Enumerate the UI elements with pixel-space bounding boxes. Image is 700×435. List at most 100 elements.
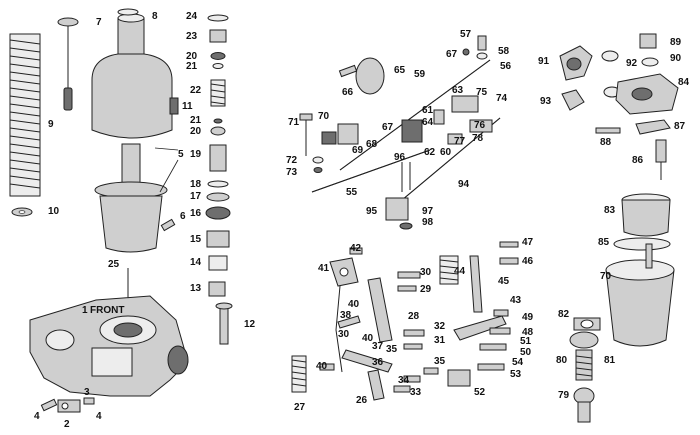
label-71: 71 — [288, 117, 300, 128]
label-96: 96 — [394, 152, 406, 163]
label-58: 58 — [498, 46, 510, 57]
label-36: 36 — [372, 357, 384, 368]
label-52: 52 — [474, 387, 486, 398]
label-70-right: 70 — [600, 271, 612, 282]
throttle-spindle-group — [299, 35, 501, 230]
suction-chamber — [91, 13, 179, 139]
label-40-middle: 40 — [362, 333, 374, 344]
label-2: 2 — [64, 419, 70, 430]
jet-screw-6 — [160, 218, 176, 232]
label-40-upper: 40 — [348, 299, 360, 310]
label-95: 95 — [366, 206, 378, 217]
label-56: 56 — [500, 61, 512, 72]
label-9: 9 — [48, 119, 54, 130]
label-40-lower: 40 — [316, 361, 328, 372]
label-94: 94 — [458, 179, 470, 190]
label-7: 7 — [96, 17, 102, 28]
label-16: 16 — [190, 208, 202, 219]
label-98: 98 — [422, 217, 434, 228]
label-42: 42 — [350, 243, 362, 254]
label-20-lower: 20 — [190, 126, 202, 137]
label-43: 43 — [510, 295, 522, 306]
label-24: 24 — [186, 11, 198, 22]
label-55: 55 — [346, 187, 358, 198]
label-48: 48 — [522, 327, 534, 338]
cap-washer-8 — [117, 8, 139, 16]
label-21-lower: 21 — [190, 115, 202, 126]
label-13: 13 — [190, 283, 202, 294]
label-91: 91 — [538, 56, 550, 67]
label-69: 69 — [352, 145, 364, 156]
label-72: 72 — [286, 155, 298, 166]
label-33: 33 — [410, 387, 422, 398]
label-8: 8 — [152, 11, 158, 22]
label-62: 62 — [424, 147, 436, 158]
label-6: 6 — [180, 211, 186, 222]
label-66: 66 — [342, 87, 354, 98]
label-5: 5 — [178, 149, 184, 160]
label-82: 82 — [558, 309, 570, 320]
label-34: 34 — [398, 375, 410, 386]
label-88: 88 — [600, 137, 612, 148]
label-23: 23 — [186, 31, 198, 42]
label-90: 90 — [670, 53, 682, 64]
float-chamber-group — [559, 33, 679, 423]
label-87: 87 — [674, 121, 686, 132]
label-83: 83 — [604, 205, 616, 216]
label-51: 51 — [520, 336, 532, 347]
label-11: 11 — [182, 101, 193, 112]
label-76: 76 — [474, 120, 486, 131]
label-12: 12 — [244, 319, 256, 330]
label-25: 25 — [108, 259, 120, 270]
label-81: 81 — [604, 355, 616, 366]
damper-rod — [57, 17, 79, 111]
label-78: 78 — [472, 133, 484, 144]
label-89: 89 — [670, 37, 682, 48]
label-1: 1 — [82, 305, 88, 316]
label-26: 26 — [356, 395, 368, 406]
label-80: 80 — [556, 355, 568, 366]
label-67-top: 67 — [446, 49, 458, 60]
base-bolts — [40, 397, 95, 413]
label-37: 37 — [372, 341, 384, 352]
label-4-left: 4 — [34, 411, 40, 422]
label-17: 17 — [190, 191, 202, 202]
label-68: 68 — [366, 139, 378, 150]
label-63: 63 — [452, 85, 464, 96]
label-70-middle: 70 — [318, 111, 330, 122]
label-38: 38 — [340, 310, 352, 321]
label-31: 31 — [434, 335, 446, 346]
label-73: 73 — [286, 167, 298, 178]
label-20-upper: 20 — [186, 51, 198, 62]
label-77: 77 — [454, 136, 466, 147]
return-spring — [9, 33, 41, 197]
label-75: 75 — [476, 87, 488, 98]
label-84: 84 — [678, 77, 690, 88]
label-3: 3 — [84, 387, 90, 398]
label-79: 79 — [558, 390, 570, 401]
label-41: 41 — [318, 263, 330, 274]
label-27: 27 — [294, 402, 306, 413]
label-15: 15 — [190, 234, 202, 245]
label-30-lower: 30 — [338, 329, 350, 340]
label-32: 32 — [434, 321, 446, 332]
label-47: 47 — [522, 237, 534, 248]
carburettor-body — [29, 295, 189, 397]
label-35-left: 35 — [386, 344, 398, 355]
label-74: 74 — [496, 93, 508, 104]
piston — [94, 143, 168, 253]
label-64: 64 — [422, 117, 434, 128]
label-57: 57 — [460, 29, 472, 40]
label-19: 19 — [190, 149, 202, 160]
label-86: 86 — [632, 155, 644, 166]
label-53: 53 — [510, 369, 522, 380]
label-10: 10 — [48, 206, 60, 217]
label-21-upper: 21 — [186, 61, 198, 72]
label-93: 93 — [540, 96, 552, 107]
label-22: 22 — [190, 85, 202, 96]
label-45: 45 — [498, 276, 510, 287]
label-14: 14 — [190, 257, 202, 268]
label-54: 54 — [512, 357, 524, 368]
label-35-right: 35 — [434, 356, 446, 367]
